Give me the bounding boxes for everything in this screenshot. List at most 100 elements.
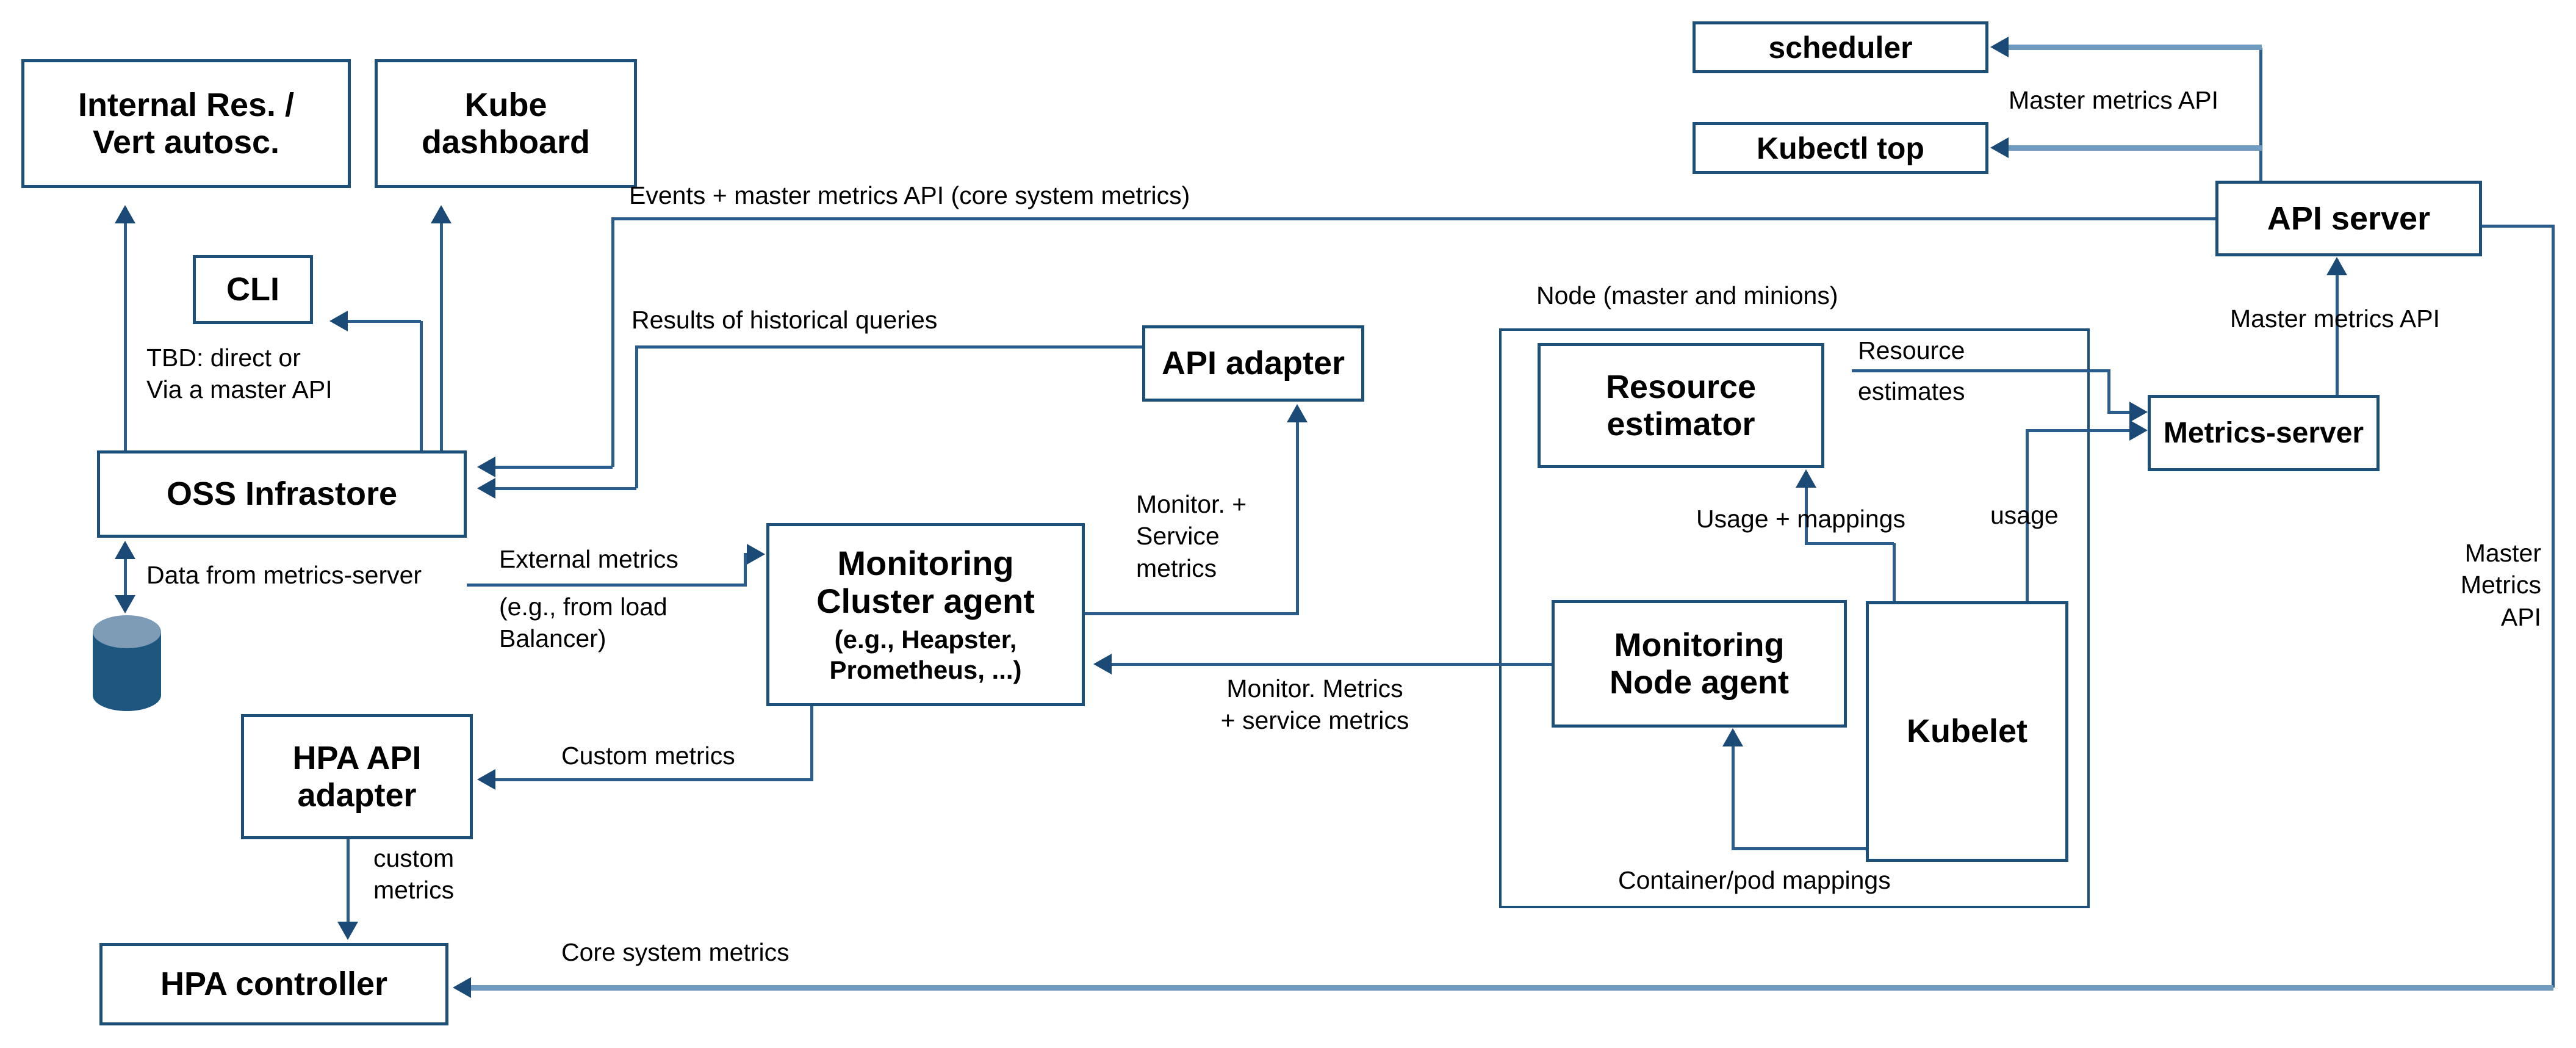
line-oss-to-database bbox=[124, 546, 127, 610]
box-internal-res-label: Internal Res. / Vert autosc. bbox=[77, 87, 295, 161]
box-api-adapter-label: API adapter bbox=[1161, 345, 1345, 382]
line-to-scheduler bbox=[2002, 45, 2262, 50]
box-oss-infrastore: OSS Infrastore bbox=[97, 450, 467, 538]
arrowhead-mca-external bbox=[747, 544, 765, 565]
line-usage-mappings-h bbox=[1805, 542, 1894, 545]
line-container-pod-h bbox=[1732, 847, 1866, 850]
label-events: Events + master metrics API (core system… bbox=[629, 181, 1190, 209]
box-metrics-server: Metrics-server bbox=[2148, 395, 2380, 471]
box-kubelet: Kubelet bbox=[1866, 601, 2068, 862]
box-api-server: API server bbox=[2215, 181, 2482, 256]
label-usage: usage bbox=[1990, 501, 2059, 529]
line-resource-estimates-h2 bbox=[2107, 411, 2139, 414]
box-mca-subtitle: (e.g., Heapster, Prometheus, ...) bbox=[829, 625, 1022, 684]
line-external-h bbox=[467, 584, 747, 587]
line-to-kubectl-top bbox=[2002, 145, 2262, 151]
arrowhead-metrics-server-2 bbox=[2129, 420, 2148, 441]
box-scheduler-label: scheduler bbox=[1768, 30, 1913, 65]
box-kube-dashboard-label: Kube dashboard bbox=[421, 87, 591, 161]
label-custom-metrics-small: custom metrics bbox=[373, 844, 455, 905]
label-monitor-metrics: Monitor. Metrics + service metrics bbox=[1220, 674, 1409, 735]
line-oss-to-cli-v bbox=[420, 321, 423, 450]
line-results-h bbox=[636, 345, 1142, 349]
box-kubectl-top: Kubectl top bbox=[1693, 122, 1988, 174]
box-cli: CLI bbox=[193, 255, 313, 324]
box-hpa-controller-label: HPA controller bbox=[160, 966, 388, 1003]
box-mca-title: Monitoring Cluster agent bbox=[816, 543, 1035, 621]
label-custom-metrics: Custom metrics bbox=[561, 742, 735, 770]
box-monitoring-cluster-agent: Monitoring Cluster agent (e.g., Heapster… bbox=[766, 523, 1085, 706]
label-data-from-metrics-server: Data from metrics-server bbox=[146, 561, 422, 589]
box-monitoring-node-agent: Monitoring Node agent bbox=[1552, 600, 1847, 728]
line-mca-to-api-adapter-v bbox=[1296, 408, 1299, 615]
line-events-h2 bbox=[488, 466, 613, 469]
label-results: Results of historical queries bbox=[631, 306, 938, 334]
arrowhead-oss-events bbox=[477, 457, 495, 477]
line-events-h bbox=[613, 217, 2215, 220]
line-results-v bbox=[635, 345, 638, 488]
label-external-metrics-2: (e.g., from load Balancer) bbox=[499, 593, 667, 653]
line-api-server-right-h bbox=[2482, 225, 2553, 228]
database-cylinder-top-icon bbox=[93, 615, 161, 648]
arrowhead-api-adapter bbox=[1287, 404, 1308, 422]
arrowhead-scheduler bbox=[1990, 37, 2009, 57]
box-resource-estimator-label: Resource estimator bbox=[1605, 369, 1757, 443]
arrowhead-oss-results bbox=[477, 478, 495, 499]
line-hpa-adapter-to-controller bbox=[347, 839, 350, 929]
box-hpa-api-adapter-label: HPA API adapter bbox=[292, 740, 422, 814]
box-kube-dashboard: Kube dashboard bbox=[375, 59, 637, 188]
box-hpa-controller: HPA controller bbox=[99, 943, 448, 1025]
arrowhead-database-up bbox=[115, 541, 135, 559]
label-usage-mappings: Usage + mappings bbox=[1696, 505, 1906, 533]
line-events-v bbox=[611, 217, 614, 467]
line-mna-to-mca bbox=[1104, 663, 1552, 666]
box-kubectl-top-label: Kubectl top bbox=[1757, 131, 1924, 165]
label-core-system-metrics: Core system metrics bbox=[561, 938, 790, 966]
arrowhead-resource-estimator bbox=[1796, 469, 1816, 488]
label-external-metrics-1: External metrics bbox=[499, 545, 678, 573]
line-metrics-server-to-api-server bbox=[2336, 259, 2339, 395]
line-usage-mappings-v1 bbox=[1893, 543, 1896, 601]
line-mca-to-api-adapter-h bbox=[1084, 612, 1298, 615]
line-oss-to-internal-res bbox=[124, 208, 127, 450]
box-scheduler: scheduler bbox=[1693, 21, 1988, 73]
line-api-server-to-top-v bbox=[2259, 48, 2262, 181]
box-kubelet-label: Kubelet bbox=[1906, 713, 2028, 750]
label-master-metrics-api-right: Master Metrics API bbox=[2460, 539, 2541, 631]
line-custom-metrics-h bbox=[488, 778, 811, 781]
arrowhead-cli bbox=[329, 311, 348, 331]
label-tbd: TBD: direct or Via a master API bbox=[146, 344, 333, 404]
label-container-pod-mappings: Container/pod mappings bbox=[1618, 866, 1891, 894]
line-custom-metrics-v bbox=[810, 706, 813, 781]
arrowhead-hpa-api-adapter bbox=[477, 769, 495, 790]
box-api-server-label: API server bbox=[2267, 200, 2431, 237]
arrowhead-internal-res bbox=[115, 205, 135, 223]
box-oss-infrastore-label: OSS Infrastore bbox=[166, 475, 398, 513]
arrowhead-hpa-controller-top bbox=[337, 922, 358, 940]
line-usage-mappings-v2 bbox=[1805, 472, 1808, 543]
box-internal-res: Internal Res. / Vert autosc. bbox=[21, 59, 351, 188]
arrowhead-kubectl-top bbox=[1990, 137, 2009, 158]
box-metrics-server-label: Metrics-server bbox=[2163, 416, 2364, 449]
arrowhead-mna-bottom bbox=[1722, 728, 1743, 746]
line-oss-to-kube-dashboard bbox=[440, 208, 443, 450]
box-cli-label: CLI bbox=[226, 271, 279, 308]
box-hpa-api-adapter: HPA API adapter bbox=[241, 714, 473, 839]
arrowhead-api-server-bottom bbox=[2326, 257, 2347, 275]
arrowhead-kube-dashboard bbox=[431, 205, 452, 223]
arrowhead-hpa-controller-right bbox=[453, 977, 471, 998]
label-resource-estimates-1: Resource bbox=[1858, 336, 1965, 364]
line-external-v bbox=[744, 553, 747, 587]
arrowhead-mca-monitor-metrics bbox=[1093, 654, 1112, 674]
arrowhead-database-down bbox=[115, 595, 135, 613]
line-resource-estimates-h bbox=[1852, 369, 2110, 372]
line-container-pod-v bbox=[1732, 731, 1735, 848]
box-api-adapter: API adapter bbox=[1142, 325, 1364, 402]
line-core-system-metrics bbox=[464, 985, 2553, 991]
line-resource-estimates-v bbox=[2107, 369, 2110, 412]
label-monitor-service-metrics: Monitor. + Service metrics bbox=[1136, 490, 1247, 582]
label-resource-estimates-2: estimates bbox=[1858, 377, 1965, 405]
line-oss-to-cli-h bbox=[339, 320, 421, 323]
label-master-metrics-api-top: Master metrics API bbox=[2009, 86, 2219, 114]
line-results-h2 bbox=[488, 487, 636, 490]
